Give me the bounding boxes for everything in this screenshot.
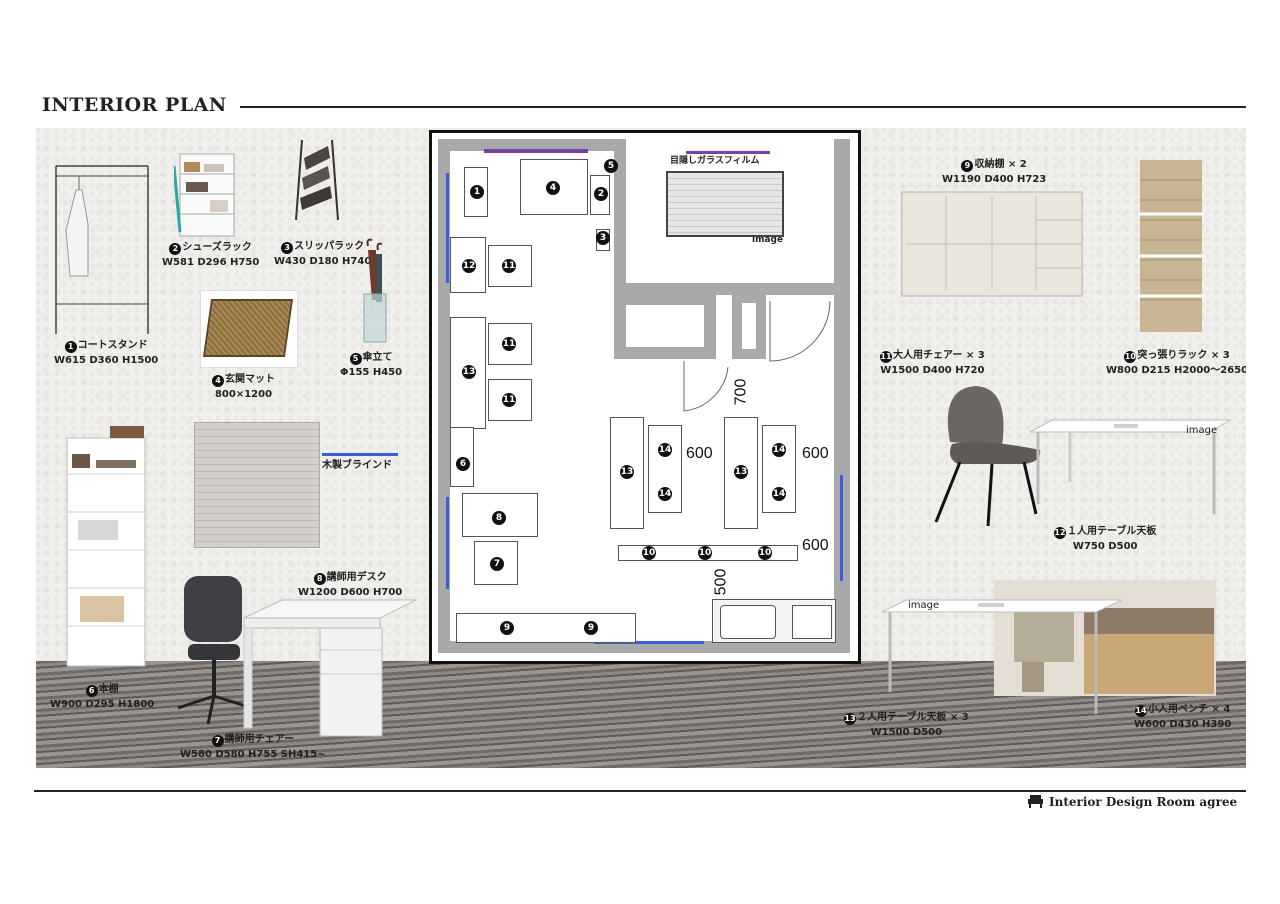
wall-bottom xyxy=(438,641,842,653)
armchair-icon xyxy=(1028,795,1043,808)
wc-block xyxy=(614,293,716,359)
wall-top xyxy=(438,139,620,151)
window-film-top xyxy=(484,149,588,153)
double-table-plan-1 xyxy=(450,317,486,429)
dim-600-b: 600 xyxy=(802,445,829,462)
tension-rack-image xyxy=(1138,160,1204,332)
dim-600-c: 600 xyxy=(802,537,829,554)
entrance-mat-image xyxy=(200,290,298,368)
glass-film-image-tag: image xyxy=(752,235,784,245)
dim-700: 700 xyxy=(732,378,750,406)
dim-600-a: 600 xyxy=(686,445,713,462)
image-tag-2: image xyxy=(908,600,940,611)
page-title: INTERIOR PLAN xyxy=(42,94,227,116)
plan-badge-9a: 9 xyxy=(500,621,514,635)
item-label-adult-chair: 11大人用チェアー × 3 W1500 D400 H720 xyxy=(880,350,985,376)
plan-badge-11a: 11 xyxy=(502,259,516,273)
plan-badge-13a: 13 xyxy=(462,365,476,379)
adult-chair-image xyxy=(934,386,1041,527)
blind-label: 木製ブラインド xyxy=(322,460,392,471)
window-bottom xyxy=(594,641,704,644)
kids-bench-image xyxy=(994,580,1216,696)
plan-badge-3: 3 xyxy=(596,231,610,245)
item-label-tension-rack: 10突っ張りラック × 3 W800 D215 H2000〜2650 xyxy=(1106,350,1246,376)
plan-badge-9b: 9 xyxy=(584,621,598,635)
teacher-chair-image xyxy=(177,576,253,725)
umbrella-stand-image xyxy=(363,238,387,343)
double-table-image xyxy=(882,599,1122,714)
plan-badge-14c: 14 xyxy=(772,443,786,457)
plan-badge-14d: 14 xyxy=(772,487,786,501)
title-rule xyxy=(240,106,1246,108)
door-swing-1 xyxy=(683,361,729,412)
kitchen-sink-plan xyxy=(720,605,776,639)
glass-film-legend xyxy=(686,151,770,154)
single-table-image xyxy=(1030,419,1232,514)
dim-500: 500 xyxy=(712,568,730,596)
storage-cabinet-image xyxy=(901,191,1083,297)
adult-chair-plan-1 xyxy=(488,245,532,287)
plan-badge-10c: 10 xyxy=(758,546,772,560)
plan-badge-7: 7 xyxy=(490,557,504,571)
glass-film-label: 目隠しガラスフィルム xyxy=(670,156,760,166)
window-left-2 xyxy=(446,497,449,589)
wall-right xyxy=(834,139,850,653)
door-swing-2 xyxy=(769,300,831,362)
image-tag: image xyxy=(1186,425,1218,436)
plan-badge-14a: 14 xyxy=(658,443,672,457)
plan-badge-1: 1 xyxy=(470,185,484,199)
plan-badge-4: 4 xyxy=(546,181,560,195)
blind-legend-line xyxy=(322,453,398,456)
wooden-blind-image xyxy=(194,422,320,548)
plan-badge-13b: 13 xyxy=(620,465,634,479)
plan-badge-13c: 13 xyxy=(734,465,748,479)
duct-block xyxy=(732,293,766,359)
window-left-1 xyxy=(446,173,449,283)
plan-badge-10a: 10 xyxy=(642,546,656,560)
plan-badge-8: 8 xyxy=(492,511,506,525)
window-right xyxy=(840,475,843,581)
footer-brand: Interior Design Room agree xyxy=(1028,795,1237,809)
coat-stand-image xyxy=(55,165,149,334)
cooktop-plan xyxy=(792,605,832,639)
item-label-single-table: 12１人用テーブル天板 W750 D500 xyxy=(1054,526,1157,552)
item-label-double-table: 13２人用テーブル天板 × 3 W1500 D500 xyxy=(844,712,969,738)
floor-plan: 目隠しガラスフィルム image 700 600 600 600 500 1 2… xyxy=(429,130,861,664)
plan-badge-5: 5 xyxy=(604,159,618,173)
glass-film-image xyxy=(666,171,784,237)
footer-rule xyxy=(34,790,1246,792)
plan-badge-2: 2 xyxy=(594,187,608,201)
plan-badge-11c: 11 xyxy=(502,393,516,407)
plan-badge-6: 6 xyxy=(456,457,470,471)
slipper-rack-image xyxy=(295,139,339,221)
brand-text: Interior Design Room agree xyxy=(1049,795,1238,809)
shoe-rack-image xyxy=(174,153,235,237)
teacher-desk-image xyxy=(243,599,416,737)
wall-entrance-side xyxy=(614,139,626,293)
storage-plan xyxy=(456,613,636,643)
wall-mid xyxy=(614,283,838,295)
item-label-kids-bench: 14小人用ベンチ × 4 W600 D430 H390 xyxy=(1134,704,1232,730)
coat-stand-plan xyxy=(464,167,488,217)
plan-badge-12: 12 xyxy=(462,259,476,273)
bookshelf-image xyxy=(66,426,146,667)
plan-badge-10b: 10 xyxy=(698,546,712,560)
plan-badge-14b: 14 xyxy=(658,487,672,501)
plan-badge-11b: 11 xyxy=(502,337,516,351)
